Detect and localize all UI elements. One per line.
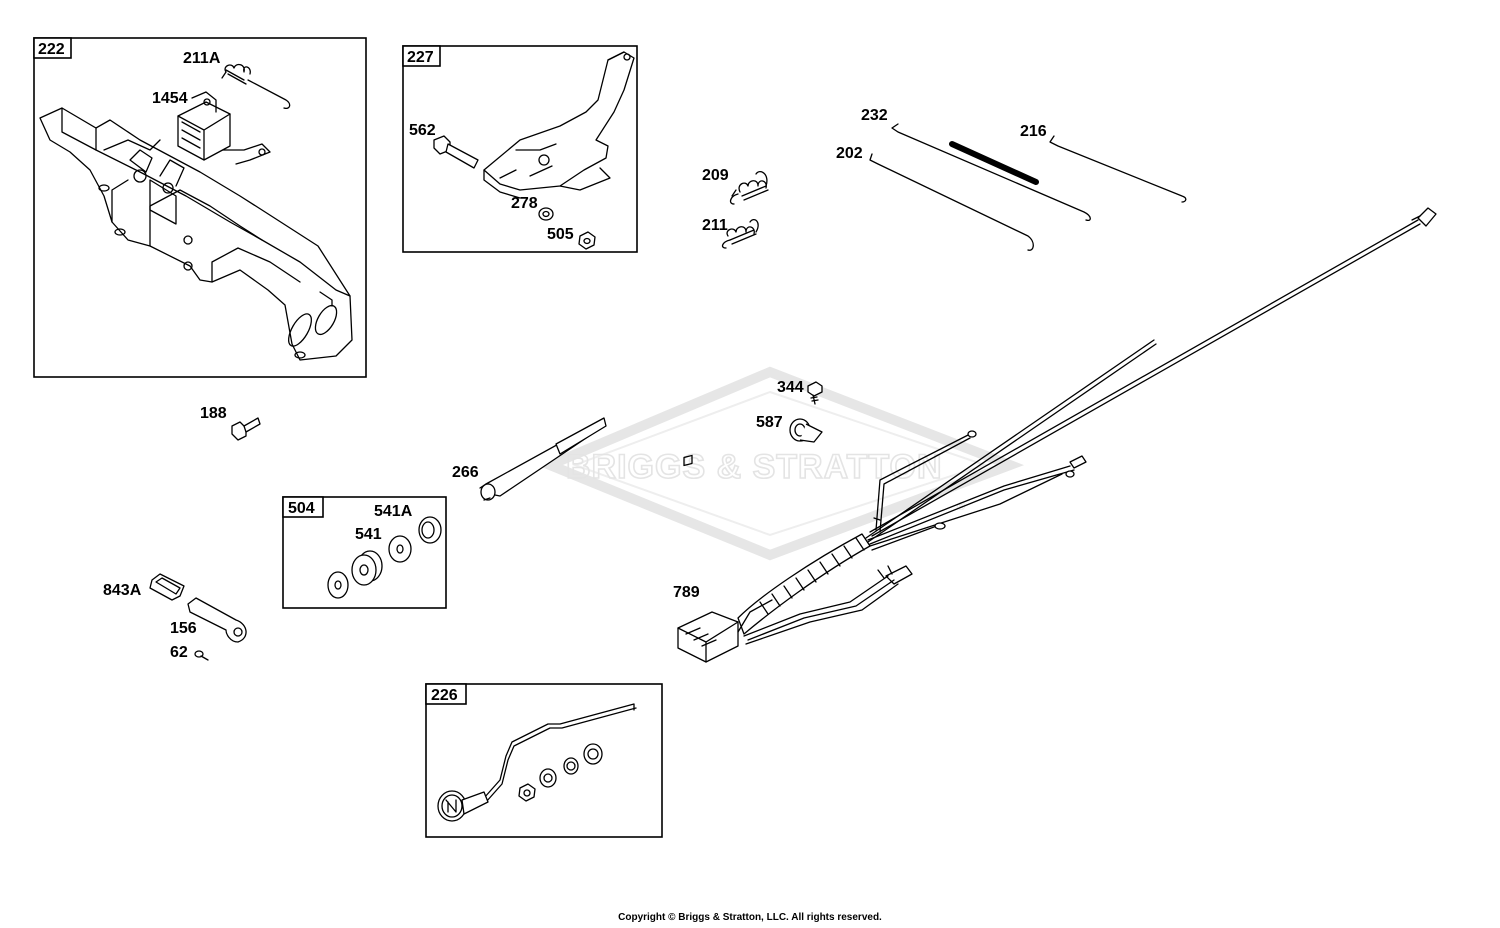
group-504-frame [282, 496, 447, 609]
callout-211: 211 [702, 217, 728, 234]
callout-541: 541 [355, 526, 382, 543]
callout-1454: 1454 [152, 90, 188, 107]
group-222-label: 222 [38, 41, 65, 58]
callout-505: 505 [547, 226, 574, 243]
group-504-label: 504 [288, 500, 315, 517]
group-227-label: 227 [407, 49, 434, 66]
part-188-bolt[interactable] [231, 417, 261, 441]
part-209-spring[interactable] [729, 171, 769, 205]
control-bracket-assembly[interactable] [39, 107, 353, 361]
part-266-shaft[interactable] [479, 417, 607, 501]
part-62-screw[interactable] [194, 650, 209, 661]
callout-266: 266 [452, 464, 479, 481]
part-232-link-with-spring[interactable] [891, 123, 1091, 222]
part-211A-spring[interactable] [221, 63, 291, 110]
group-504[interactable]: 504 541A 541 [282, 496, 447, 609]
callout-156: 156 [170, 620, 197, 637]
part-211-spring[interactable] [721, 218, 759, 249]
callout-541A: 541A [374, 503, 413, 520]
callout-843A: 843A [103, 582, 142, 599]
part-541-bushing[interactable] [351, 550, 383, 586]
group-226-frame [425, 683, 663, 838]
choke-nut[interactable] [518, 783, 536, 802]
callout-202: 202 [836, 145, 863, 162]
choke-control-rod[interactable] [483, 703, 637, 803]
callout-587: 587 [756, 414, 783, 431]
callout-62: 62 [170, 644, 188, 661]
part-202-link[interactable] [869, 153, 1034, 251]
choke-lock-washer[interactable] [539, 768, 557, 788]
part-505-nut[interactable] [578, 231, 596, 250]
group-226-tag [425, 683, 467, 705]
copyright-notice: Copyright © Briggs & Stratton, LLC. All … [618, 912, 882, 923]
choke-knob[interactable] [437, 790, 489, 822]
choke-washer[interactable] [563, 757, 579, 775]
group-226[interactable]: 226 [425, 683, 663, 838]
part-587-clamp[interactable] [789, 418, 823, 443]
callout-789: 789 [673, 584, 700, 601]
callout-209: 209 [702, 167, 729, 184]
group-227-tag [402, 45, 441, 67]
part-278-washer[interactable] [538, 207, 554, 221]
group-504-tag [282, 496, 324, 518]
callout-278: 278 [511, 195, 538, 212]
part-156-plate[interactable] [187, 597, 247, 643]
group-226-label: 226 [431, 687, 458, 704]
part-541-washer[interactable] [388, 535, 412, 563]
callout-344: 344 [777, 379, 804, 396]
callout-216: 216 [1020, 123, 1047, 140]
callout-562: 562 [409, 122, 436, 139]
group-222-frame [33, 37, 367, 378]
part-344-screw[interactable] [807, 381, 823, 405]
group-222[interactable]: 222 [33, 37, 367, 378]
group-227-frame [402, 45, 638, 253]
watermark-text: BRIGGS & STRATTON [566, 448, 943, 486]
group-222-tag [33, 37, 72, 59]
part-504-washer[interactable] [327, 571, 349, 599]
callout-232: 232 [861, 107, 888, 124]
part-789-wire-harness[interactable] [677, 207, 1437, 663]
callout-211A: 211A [183, 50, 221, 67]
callout-188: 188 [200, 405, 227, 422]
governor-control-lever[interactable] [483, 51, 635, 199]
choke-star-washer[interactable] [583, 743, 603, 765]
part-541A-spacer[interactable] [418, 516, 442, 544]
part-1454-switch[interactable] [177, 91, 231, 161]
group-227[interactable]: 227 562 278 505 [402, 45, 638, 253]
part-562-shoulder-bolt[interactable] [433, 135, 479, 169]
part-216-link[interactable] [1049, 135, 1187, 203]
part-843A-pad[interactable] [149, 573, 185, 601]
